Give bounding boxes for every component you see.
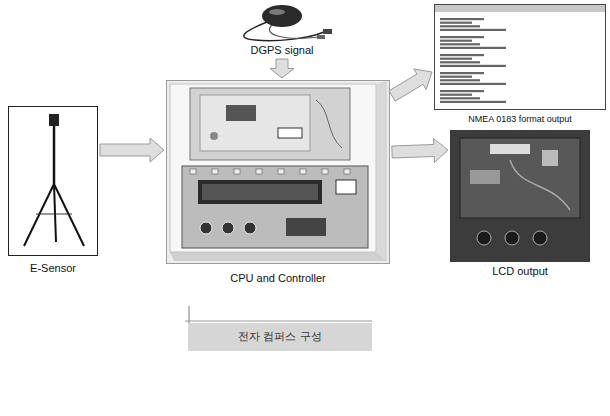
tripod-leg	[54, 184, 56, 242]
block-arrow	[392, 139, 448, 163]
node-label: E-Sensor	[30, 262, 76, 275]
antenna-highlight	[269, 9, 285, 15]
controller-pin	[278, 169, 284, 174]
housing-front	[170, 84, 376, 252]
gps-board	[200, 95, 310, 151]
controller-photo	[182, 166, 368, 248]
log-line	[440, 79, 480, 81]
controller-lcd	[198, 180, 322, 204]
caption-rule	[189, 306, 190, 323]
lcd-part	[542, 150, 558, 166]
node-label: CPU and Controller	[230, 272, 325, 285]
illustration	[227, 2, 337, 42]
tripod-leg	[54, 184, 84, 246]
log-line	[440, 47, 506, 49]
log-line	[440, 101, 506, 103]
caption-rule	[185, 321, 372, 322]
node-label: NMEA 0183 format output	[468, 113, 572, 126]
controller-button	[244, 222, 256, 234]
log-line	[440, 54, 484, 56]
log-line	[440, 43, 480, 45]
controller-pin	[190, 169, 196, 174]
controller-pin	[322, 169, 328, 174]
log-line	[440, 40, 472, 42]
gps-chip	[226, 105, 256, 121]
block-arrow	[270, 59, 294, 78]
lcd-wire	[510, 160, 570, 210]
gps-part	[210, 132, 218, 140]
sensor-frame	[9, 107, 98, 256]
log-line	[440, 83, 506, 85]
log-line	[440, 25, 480, 27]
sensor-head	[49, 114, 59, 126]
log-line	[440, 72, 484, 74]
lcd-part	[490, 144, 530, 154]
tripod-pole	[53, 126, 56, 184]
antenna-puck	[262, 5, 302, 27]
node-label: LCD output	[492, 265, 548, 278]
controller-button	[222, 222, 234, 234]
tripod-leg	[24, 184, 54, 246]
log-line	[440, 90, 484, 92]
log-line	[440, 97, 480, 99]
controller-pin	[300, 169, 306, 174]
controller-pin	[256, 169, 262, 174]
figure-caption: 전자 컴퍼스 구성	[188, 323, 372, 351]
controller-lcd-glass	[202, 184, 318, 200]
screenshot-titlebar	[435, 5, 605, 12]
gps-wire	[316, 100, 342, 148]
lcd-button	[505, 231, 519, 245]
log-line	[440, 18, 484, 20]
controller-button	[200, 222, 212, 234]
block-arrow	[389, 69, 432, 101]
illustration	[434, 4, 606, 110]
log-line	[440, 65, 506, 67]
controller-pin	[234, 169, 240, 174]
housing-box	[167, 81, 390, 264]
gps-label	[278, 128, 302, 138]
output-node: LCD output	[450, 130, 590, 278]
lcd-part	[470, 170, 500, 184]
lcd-board	[460, 138, 580, 218]
lcd-photo	[450, 130, 590, 262]
controller-chip	[286, 218, 326, 236]
log-line	[440, 61, 480, 63]
gps-module-photo	[190, 88, 350, 160]
antenna-node: DGPS signal	[227, 2, 337, 57]
log-line	[440, 29, 506, 31]
tripod-spreader	[36, 214, 72, 215]
log-line	[440, 76, 472, 78]
lcd-button	[477, 231, 491, 245]
controller-part	[336, 180, 356, 194]
controller-pin	[344, 169, 350, 174]
illustration	[166, 80, 390, 264]
log-line	[440, 22, 472, 24]
illustration	[8, 106, 98, 256]
lcd-button	[533, 231, 547, 245]
illustration	[450, 130, 590, 262]
antenna-plug	[317, 35, 325, 39]
node-label: DGPS signal	[251, 44, 314, 57]
sensor-node: E-Sensor	[8, 106, 98, 275]
log-line	[440, 58, 472, 60]
block-arrow	[100, 138, 164, 162]
output-node: NMEA 0183 format output	[434, 4, 606, 126]
screenshot-window	[435, 5, 606, 110]
log-line	[440, 94, 472, 96]
antenna-plug	[323, 29, 332, 34]
controller-pin	[212, 169, 218, 174]
controller-node: CPU and Controller	[166, 80, 390, 285]
log-line	[440, 36, 484, 38]
housing-bottom	[170, 252, 387, 261]
housing-side	[376, 81, 387, 261]
